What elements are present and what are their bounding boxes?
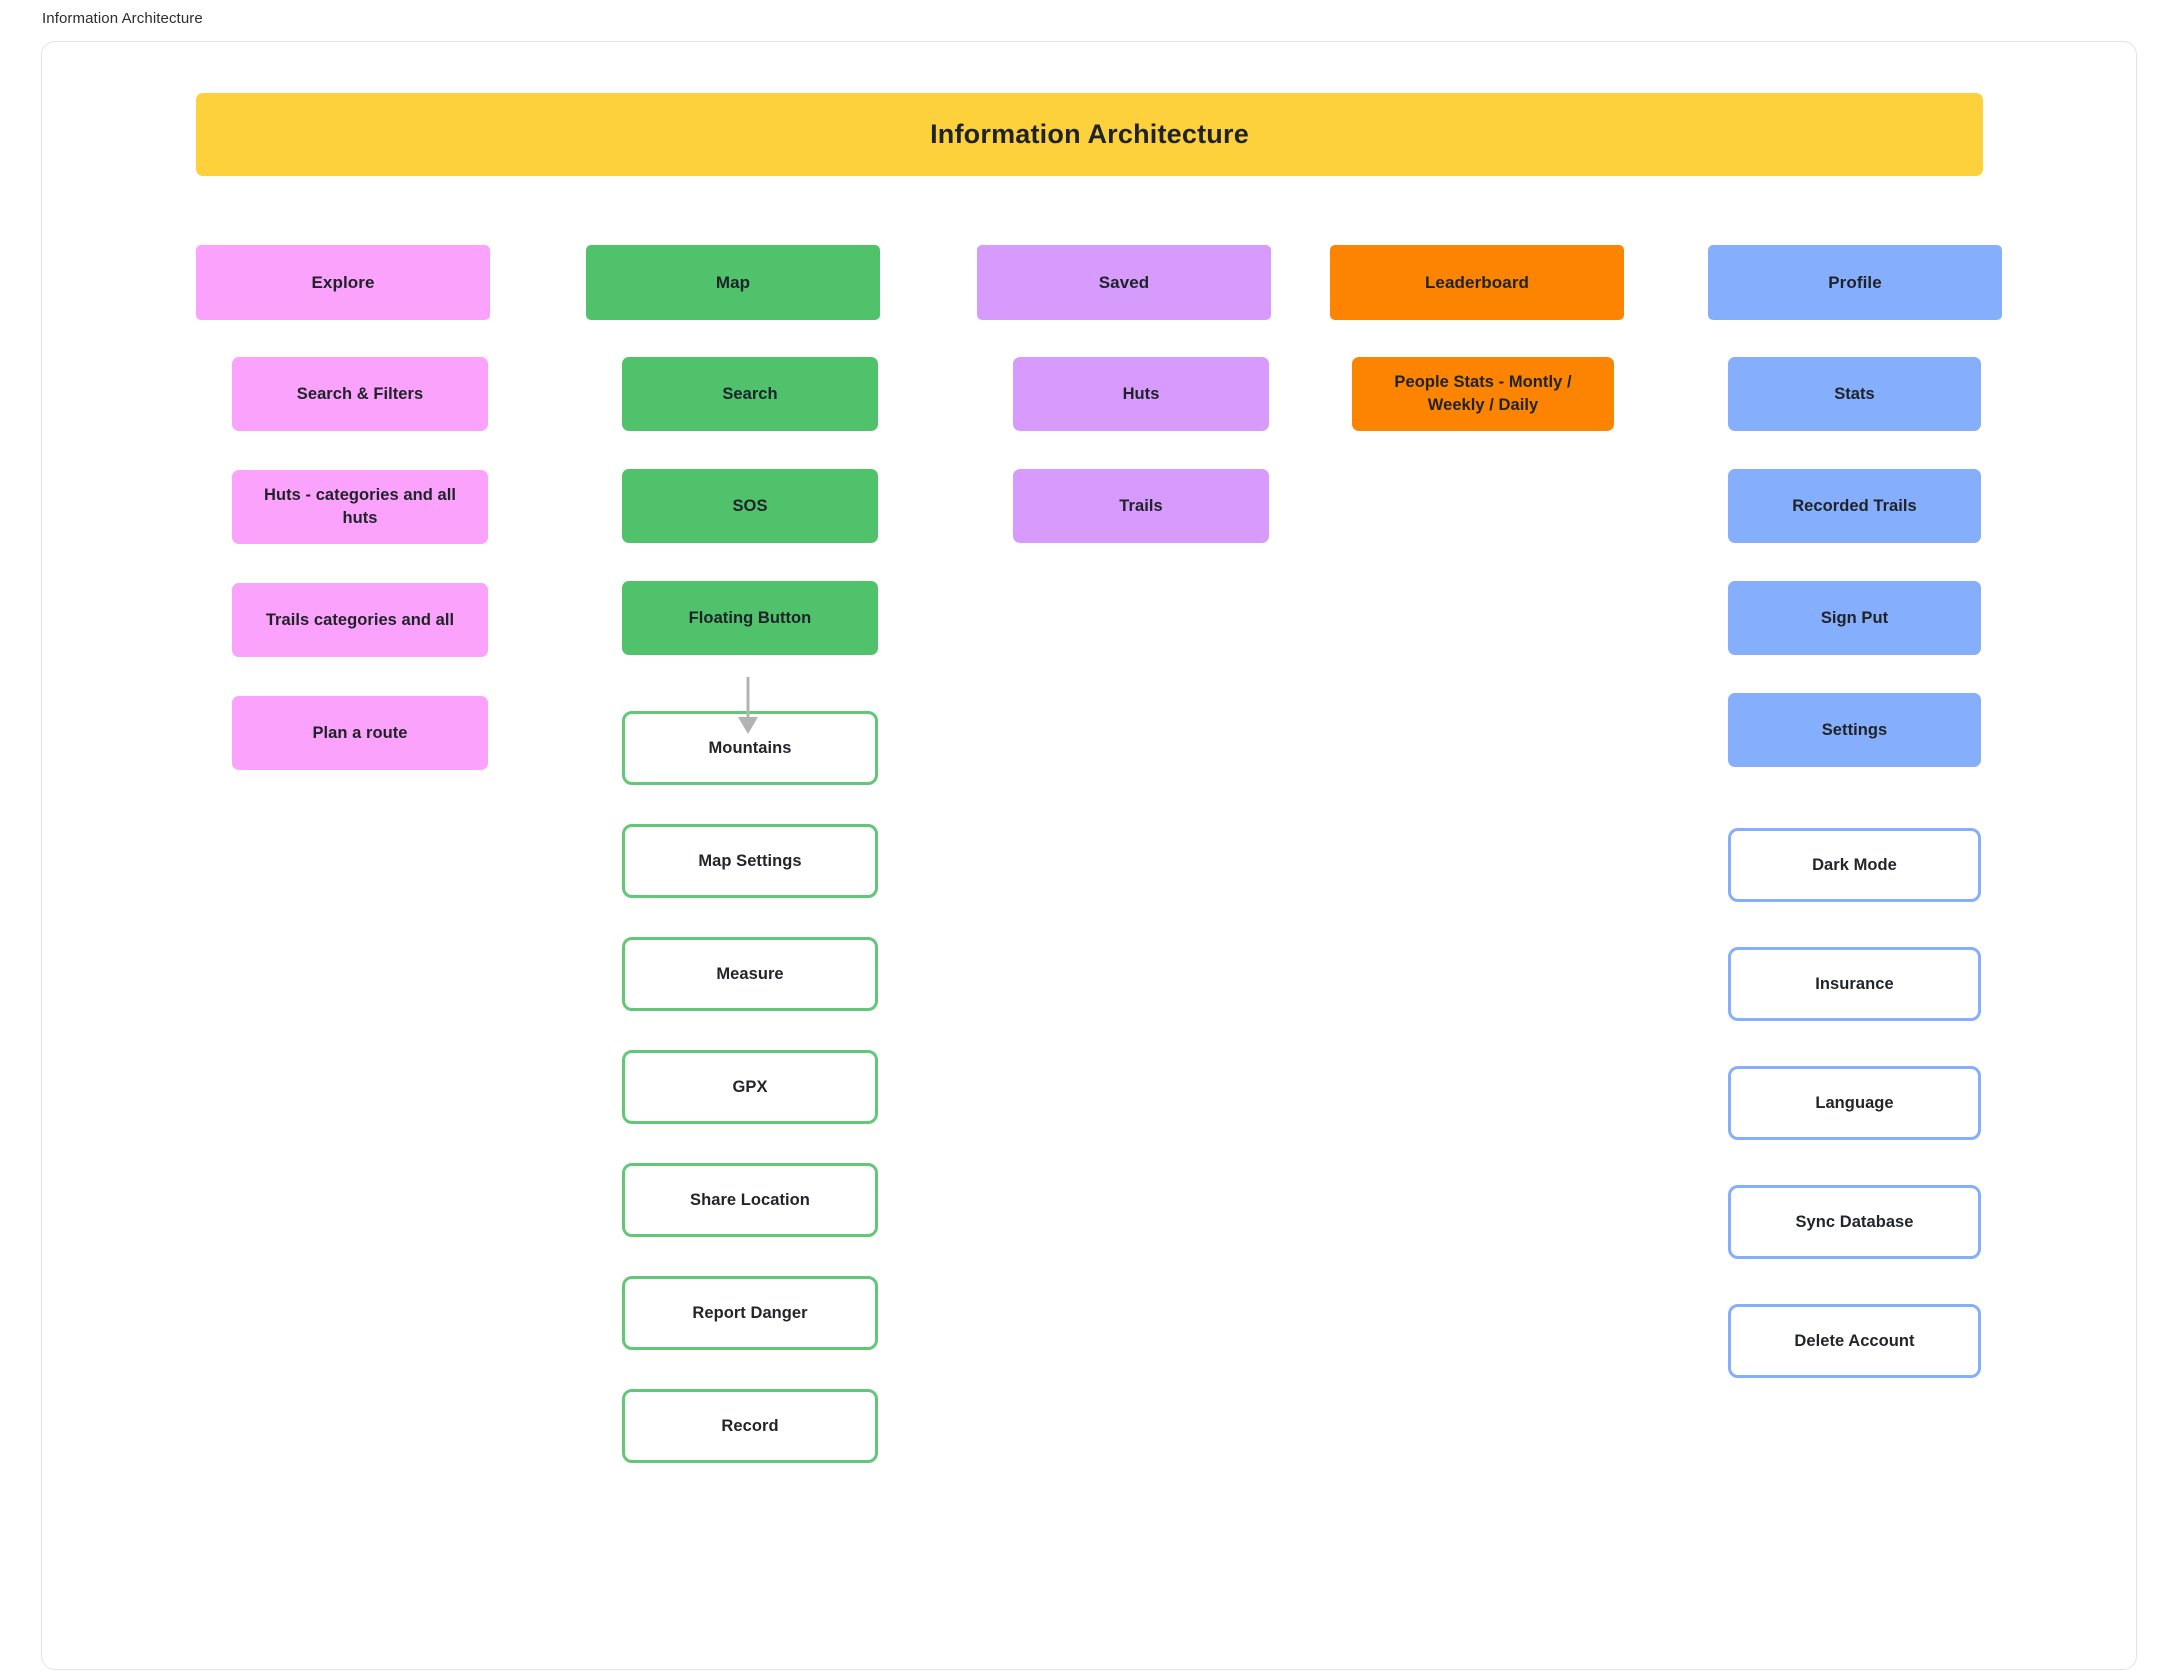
node-label: Dark Mode <box>1812 855 1897 874</box>
node-map-0[interactable]: Search <box>622 357 878 431</box>
node-profile-8[interactable]: Delete Account <box>1728 1304 1981 1378</box>
node-label: Sync Database <box>1795 1212 1914 1231</box>
node-label: Insurance <box>1815 974 1894 993</box>
node-map-4[interactable]: Map Settings <box>622 824 878 898</box>
node-label: Search & Filters <box>296 384 424 403</box>
column-header-leaderboard[interactable]: Leaderboard <box>1330 245 1624 320</box>
column-header-saved[interactable]: Saved <box>977 245 1271 320</box>
node-label: Stats <box>1834 384 1875 403</box>
node-map-2[interactable]: Floating Button <box>622 581 878 655</box>
node-label: GPX <box>732 1077 768 1096</box>
node-map-6[interactable]: GPX <box>622 1050 878 1124</box>
node-label: Measure <box>716 964 784 983</box>
node-label: Report Danger <box>692 1303 808 1322</box>
node-label: Trails <box>1119 496 1163 515</box>
node-map-5[interactable]: Measure <box>622 937 878 1011</box>
node-map-3[interactable]: Mountains <box>622 711 878 785</box>
node-profile-3[interactable]: Settings <box>1728 693 1981 767</box>
node-label: Settings <box>1821 720 1888 739</box>
node-label: Map Settings <box>698 851 802 870</box>
node-label: Record <box>721 1416 779 1435</box>
node-saved-0[interactable]: Huts <box>1013 357 1269 431</box>
node-label: People Stats - Montly / Weekly / Daily <box>1394 373 1572 414</box>
node-label: Share Location <box>690 1190 810 1209</box>
column-header-label: Explore <box>311 272 375 292</box>
node-label: Recorded Trails <box>1792 496 1917 515</box>
node-saved-1[interactable]: Trails <box>1013 469 1269 543</box>
node-label: SOS <box>732 496 768 515</box>
column-header-map[interactable]: Map <box>586 245 880 320</box>
node-label: Huts <box>1122 384 1160 403</box>
node-profile-5[interactable]: Insurance <box>1728 947 1981 1021</box>
node-label: Search <box>722 384 778 403</box>
column-header-label: Profile <box>1828 272 1882 292</box>
node-label: Mountains <box>708 738 792 757</box>
title-banner: Information Architecture <box>196 93 1983 176</box>
node-label: Floating Button <box>688 608 812 627</box>
column-header-explore[interactable]: Explore <box>196 245 490 320</box>
node-map-9[interactable]: Record <box>622 1389 878 1463</box>
node-profile-4[interactable]: Dark Mode <box>1728 828 1981 902</box>
node-map-1[interactable]: SOS <box>622 469 878 543</box>
column-header-label: Leaderboard <box>1424 272 1530 292</box>
node-explore-2[interactable]: Trails categories and all <box>232 583 488 657</box>
node-profile-6[interactable]: Language <box>1728 1066 1981 1140</box>
node-label: Delete Account <box>1794 1331 1915 1350</box>
column-header-label: Map <box>715 272 751 292</box>
node-label: Sign Put <box>1820 608 1889 627</box>
node-leaderboard-0[interactable]: People Stats - Montly / Weekly / Daily <box>1352 357 1614 431</box>
node-profile-2[interactable]: Sign Put <box>1728 581 1981 655</box>
page-label: Information Architecture <box>42 10 203 27</box>
node-explore-1[interactable]: Huts - categories and all huts <box>232 470 488 544</box>
node-explore-3[interactable]: Plan a route <box>232 696 488 770</box>
node-profile-1[interactable]: Recorded Trails <box>1728 469 1981 543</box>
column-header-label: Saved <box>1098 272 1150 292</box>
node-profile-0[interactable]: Stats <box>1728 357 1981 431</box>
node-label: Trails categories and all <box>265 610 455 629</box>
page-title: Information Architecture <box>930 119 1249 149</box>
node-label: Plan a route <box>312 723 408 742</box>
node-explore-0[interactable]: Search & Filters <box>232 357 488 431</box>
node-label: Huts - categories and all huts <box>264 486 456 527</box>
node-profile-7[interactable]: Sync Database <box>1728 1185 1981 1259</box>
node-label: Language <box>1815 1093 1894 1112</box>
node-map-8[interactable]: Report Danger <box>622 1276 878 1350</box>
node-map-7[interactable]: Share Location <box>622 1163 878 1237</box>
column-header-profile[interactable]: Profile <box>1708 245 2002 320</box>
